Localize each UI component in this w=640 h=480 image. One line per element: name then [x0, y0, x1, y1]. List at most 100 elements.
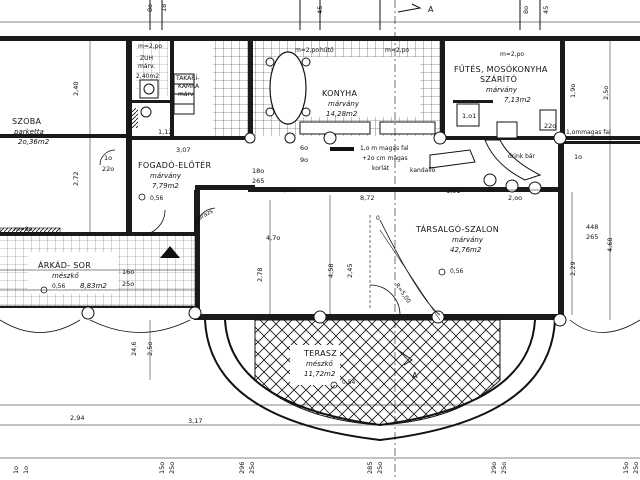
top-dim-2: 18 — [160, 4, 168, 12]
dim-265: 265 — [252, 177, 264, 185]
dim-4-68: 4,68 — [606, 238, 614, 252]
columns — [81, 131, 567, 327]
dim-3-07: 3,07 — [176, 146, 190, 154]
dim-m8o: m=8o — [14, 226, 33, 233]
svg-text:FOGADÓ-ELŐTÉR: FOGADÓ-ELŐTÉR — [138, 159, 211, 170]
level-fogado: 0,56 — [150, 195, 164, 202]
dim-1-12: 1,12 — [158, 128, 172, 136]
svg-text:TÁRSALGÓ-SZALON: TÁRSALGÓ-SZALON — [415, 223, 499, 234]
label-huto: hűtő — [320, 47, 334, 54]
dim-4-58: 4,58 — [327, 264, 335, 278]
svg-text:14,28m2: 14,28m2 — [326, 110, 358, 118]
dim-24-6: 24,6 — [130, 342, 138, 356]
room-terasz: TERASZ mészkő 11,72m2 — [303, 349, 337, 378]
dim-2-50: 2,5o — [602, 86, 610, 100]
svg-text:mészkő: mészkő — [52, 271, 80, 280]
dim-2-78: 2,78 — [256, 268, 264, 282]
svg-text:8,83m2: 8,83m2 — [80, 282, 107, 290]
dim-2-29: 2,29 — [569, 262, 577, 276]
walls — [0, 36, 640, 321]
dim-1o-1: 1o — [104, 154, 112, 162]
bot-dim-10: 25o — [632, 462, 640, 474]
room-tarsalgo: TÁRSALGÓ-SZALON márvány 42,76m2 — [415, 223, 499, 254]
room-fogado: FOGADÓ-ELŐTÉR márvány 7,79m2 — [138, 159, 211, 190]
label-korlat-1: +2o cm magas — [362, 155, 408, 162]
dim-2-00b: 2,oo — [508, 194, 522, 202]
bot-dim-7: 29o — [490, 462, 498, 474]
top-dim-1: 8o — [146, 4, 154, 12]
dim-2-40: 2,40 — [72, 82, 80, 96]
bot-dim-8: 25o — [500, 462, 508, 474]
label-kandallo: kandalló — [410, 167, 436, 174]
dim-3-17: 3,17 — [188, 417, 202, 425]
bot-dim-12: 1o — [22, 466, 30, 474]
room-zuh: ZUH márv. 2,40m2 — [136, 55, 159, 80]
svg-text:KONYHA: KONYHA — [322, 89, 357, 98]
svg-text:KAMRA: KAMRA — [178, 83, 200, 90]
svg-text:márvány: márvány — [328, 100, 360, 108]
label-radius: R=5,00 — [393, 282, 412, 305]
svg-text:SZÁRÍTÓ: SZÁRÍTÓ — [480, 73, 517, 84]
svg-text:márvány: márvány — [150, 172, 182, 180]
dim-16o: 16o — [122, 268, 134, 276]
label-mag-fal-2: 1,ommagas fal — [566, 129, 611, 136]
dim-18o: 18o — [252, 167, 264, 175]
dim-1-91: 1,91 — [446, 187, 460, 195]
level-tarsalgo: 0,56 — [450, 268, 464, 275]
dim-8-72: 8,72 — [360, 194, 374, 202]
svg-text:mészkő: mészkő — [306, 359, 334, 368]
dim-2-50b: 2,5o — [146, 342, 154, 356]
dim-2-94: 2,94 — [70, 414, 84, 422]
bot-dim-11: 1o — [12, 466, 20, 474]
svg-text:2o,36m2: 2o,36m2 — [18, 138, 50, 146]
dim-1-01: 1,o1 — [462, 112, 476, 120]
label-korlat-2: korlát — [372, 165, 390, 172]
bot-dim-5: 285 — [366, 462, 374, 474]
room-szoba: SZOBA parketta 2o,36m2 — [12, 117, 50, 146]
dim-25o: 25o — [122, 280, 134, 288]
room-arkad: ÁRKÁD- SOR mészkő 8,83m2 — [38, 259, 107, 290]
dim-6o: 6o — [300, 144, 308, 152]
dim-22o-1: 22o — [102, 165, 114, 173]
bot-dim-2: 25o — [168, 462, 176, 474]
kitchen-table — [269, 51, 307, 125]
dim-448: 448 — [586, 223, 598, 231]
dim-3o-1: 3o — [486, 186, 494, 194]
level-arkad: 0,56 — [52, 283, 66, 290]
svg-text:ÁRKÁD- SOR: ÁRKÁD- SOR — [38, 259, 91, 270]
level-terasz: 0,54 — [342, 379, 356, 386]
svg-text:SZOBA: SZOBA — [12, 117, 42, 126]
label-mag-fal-1: 1,o m magas fal — [360, 145, 409, 152]
svg-text:7,13m2: 7,13m2 — [504, 96, 531, 104]
bot-dim-9: 15o — [622, 462, 630, 474]
label-marker-0: 0 — [376, 215, 380, 222]
top-dim-5: 45 — [542, 6, 550, 14]
dim-m2po-2: m=2,po — [295, 47, 319, 54]
dim-265b: 265 — [586, 233, 598, 241]
bot-dim-6: 25o — [376, 462, 384, 474]
top-dim-4: 8o — [522, 6, 530, 14]
svg-text:2,40m2: 2,40m2 — [136, 73, 159, 80]
svg-text:7,79m2: 7,79m2 — [152, 182, 179, 190]
room-konyha: KONYHA márvány 14,28m2 — [322, 89, 360, 118]
svg-text:parketta: parketta — [13, 128, 44, 136]
section-a-top: A — [428, 5, 434, 14]
dim-m2po-3: m=2,po — [385, 47, 409, 54]
dim-2-00: 2,oo — [280, 186, 294, 194]
dim-1-90: 1,9o — [569, 84, 577, 98]
level-markers — [40, 193, 446, 389]
label-drink-bar: drink bár — [508, 153, 536, 160]
svg-text:FŰTÉS, MOSÓKONYHA: FŰTÉS, MOSÓKONYHA — [454, 63, 548, 74]
dim-m2po-4: m=2,po — [500, 51, 524, 58]
dim-m2po-1: m=2,po — [138, 43, 162, 50]
svg-text:42,76m2: 42,76m2 — [450, 246, 482, 254]
svg-text:márv.: márv. — [138, 63, 155, 70]
svg-text:márvány: márvány — [486, 86, 518, 94]
dim-22o-2: 22o — [544, 122, 556, 130]
svg-text:TERASZ: TERASZ — [303, 349, 337, 358]
svg-text:márv.: márv. — [178, 91, 195, 98]
bot-dim-1: 15o — [158, 462, 166, 474]
dim-1o-2: 1o — [574, 153, 582, 161]
room-futes: FŰTÉS, MOSÓKONYHA SZÁRÍTÓ márvány 7,13m2 — [454, 63, 548, 104]
